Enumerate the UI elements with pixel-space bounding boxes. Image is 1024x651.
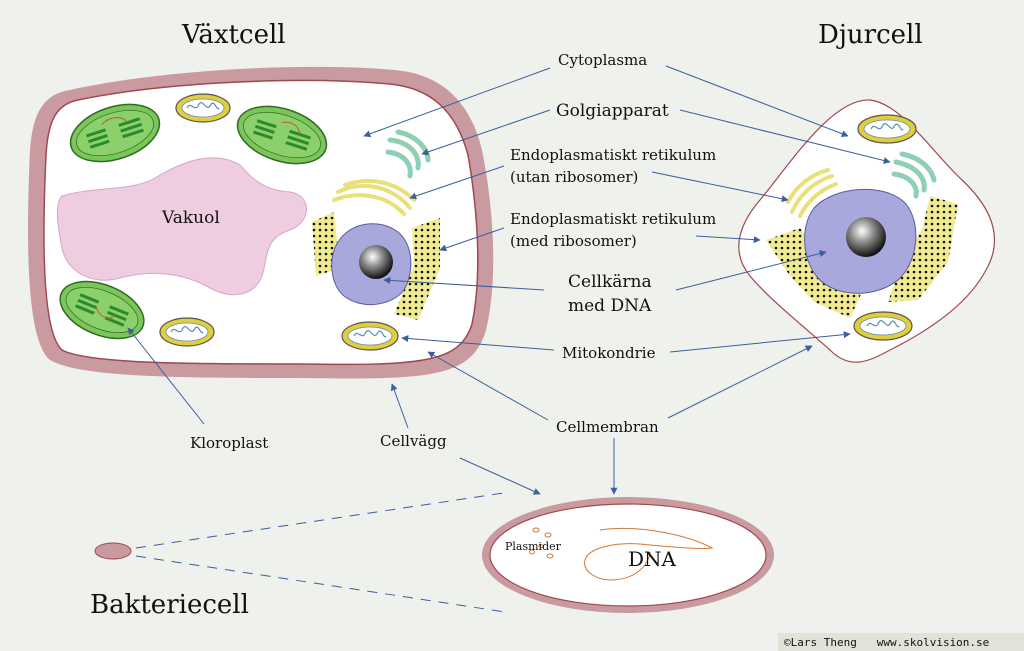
vacuole — [56, 157, 307, 296]
chloroplast — [59, 280, 145, 340]
pointer-arrows — [127, 65, 891, 495]
title-plant-cell: Växtcell — [181, 20, 286, 50]
credit-text: ©Lars Theng www.skolvision.se — [784, 636, 989, 649]
nucleus — [804, 188, 917, 294]
mitochondrion — [175, 93, 231, 123]
label-cytoplasm: Cytoplasma — [558, 51, 647, 69]
label-mitochondria: Mitokondrie — [562, 344, 656, 362]
small-bacterium — [94, 542, 132, 560]
dna-strand — [584, 527, 714, 581]
label-er-rough-1: Endoplasmatiskt retikulum — [510, 210, 716, 228]
golgi-apparatus — [891, 151, 937, 199]
bacteria-cell: Plasmider DNA — [94, 491, 774, 613]
zoom-line-bottom — [135, 555, 506, 613]
mitochondrion — [853, 311, 913, 341]
label-membrane: Cellmembran — [556, 418, 659, 436]
mitochondrion — [857, 114, 917, 144]
mitochondrion — [159, 317, 215, 347]
plant-cell: Vakuol — [28, 66, 494, 379]
label-er-smooth-2: (utan ribosomer) — [510, 168, 638, 186]
label-nucleus-2: med DNA — [568, 296, 652, 316]
smooth-er — [786, 168, 838, 218]
golgi-apparatus — [385, 129, 431, 179]
bacteria-cell-interior — [489, 503, 767, 607]
nucleus — [331, 223, 412, 306]
title-bacteria-cell: Bakteriecell — [90, 590, 249, 620]
label-cell-wall: Cellvägg — [380, 432, 447, 450]
label-chloroplast: Kloroplast — [190, 434, 268, 452]
credit-bar — [778, 633, 1024, 651]
title-animal-cell: Djurcell — [818, 20, 923, 50]
label-golgi: Golgiapparat — [556, 101, 669, 121]
chloroplast — [236, 105, 328, 165]
zoom-line-top — [135, 491, 511, 549]
label-nucleus-1: Cellkärna — [568, 272, 652, 292]
label-er-rough-2: (med ribosomer) — [510, 232, 637, 250]
vacuole-label: Vakuol — [161, 208, 220, 228]
mitochondrion — [341, 321, 399, 351]
plasmids — [529, 527, 554, 559]
plasmids-label: Plasmider — [505, 540, 562, 553]
smooth-er — [332, 178, 416, 216]
animal-cell — [738, 99, 996, 363]
dna-label: DNA — [628, 547, 677, 571]
chloroplast — [69, 103, 161, 163]
label-er-smooth-1: Endoplasmatiskt retikulum — [510, 146, 716, 164]
